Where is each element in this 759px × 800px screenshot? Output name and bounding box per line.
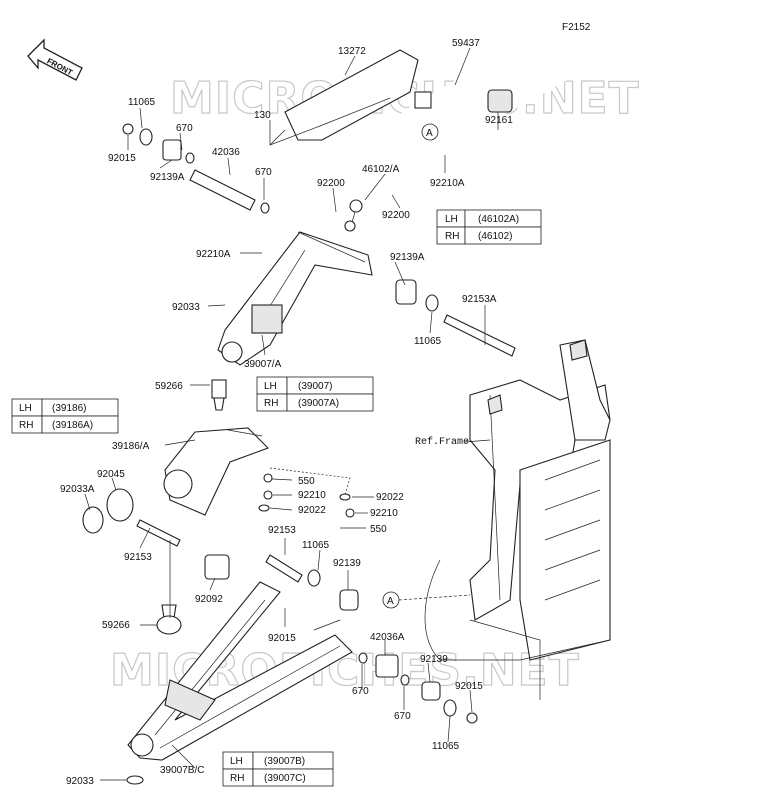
svg-text:(39186A): (39186A) bbox=[52, 420, 93, 431]
svg-text:LH: LH bbox=[264, 381, 277, 392]
label-13272: 13272 bbox=[338, 46, 366, 57]
svg-text:RH: RH bbox=[19, 420, 33, 431]
label-92033-b: 92033 bbox=[66, 776, 94, 787]
table-39186: LH (39186) RH (39186A) bbox=[11, 398, 119, 434]
svg-text:RH: RH bbox=[445, 231, 459, 242]
label-59437: 59437 bbox=[452, 38, 480, 49]
label-550-b: 550 bbox=[370, 524, 387, 535]
svg-text:(39186): (39186) bbox=[52, 403, 86, 414]
label-92139a-a: 92139A bbox=[150, 172, 185, 183]
washer-11065-c bbox=[307, 569, 321, 587]
label-92210a-a: 92210A bbox=[430, 178, 465, 189]
svg-text:A: A bbox=[387, 596, 394, 607]
knuckle bbox=[163, 427, 269, 516]
bearing-92045 bbox=[106, 488, 134, 522]
label-11065-a: 11065 bbox=[128, 97, 156, 108]
label-11065-c: 11065 bbox=[302, 540, 330, 551]
washer-11065-b bbox=[425, 294, 439, 312]
label-92153a: 92153A bbox=[462, 294, 497, 305]
bushing-set-lower-right bbox=[358, 652, 478, 724]
callout-a-bottom: A bbox=[382, 591, 400, 609]
label-59266-b: 59266 bbox=[102, 620, 130, 631]
label-92033-a: 92033 bbox=[172, 302, 200, 313]
svg-text:RH: RH bbox=[264, 398, 278, 409]
label-92139-b: 92139 bbox=[420, 654, 448, 665]
label-130: 130 bbox=[254, 110, 271, 121]
label-92033a: 92033A bbox=[60, 484, 95, 495]
label-92092: 92092 bbox=[195, 594, 223, 605]
label-92015-b: 92015 bbox=[268, 633, 296, 644]
callout-a-top: A bbox=[421, 123, 439, 141]
upper-a-arm bbox=[217, 231, 373, 366]
svg-text:LH: LH bbox=[230, 756, 243, 767]
label-42036: 42036 bbox=[212, 147, 240, 158]
bolt-92153-a bbox=[136, 519, 181, 547]
stabilizer-bar bbox=[384, 38, 603, 163]
label-670-c: 670 bbox=[352, 686, 369, 697]
bushing-92139a bbox=[395, 279, 417, 305]
label-42036a: 42036A bbox=[370, 632, 405, 643]
svg-text:LH: LH bbox=[19, 403, 32, 414]
label-92139a-b: 92139A bbox=[390, 252, 425, 263]
bushing-92139-a bbox=[339, 589, 359, 611]
svg-text:(39007): (39007) bbox=[298, 381, 332, 392]
ball-joint-lower bbox=[156, 604, 182, 635]
figure-id: F2152 bbox=[562, 22, 591, 33]
ball-joint-upper bbox=[211, 379, 227, 411]
label-92153-b: 92153 bbox=[124, 552, 152, 563]
label-92153-a: 92153 bbox=[268, 525, 296, 536]
label-550-a: 550 bbox=[298, 476, 315, 487]
label-39186a: 39186/A bbox=[112, 441, 150, 452]
label-92015-a: 92015 bbox=[108, 153, 136, 164]
bushing-set-upper-left bbox=[122, 123, 270, 214]
label-59266-a: 59266 bbox=[155, 381, 183, 392]
label-92015-c: 92015 bbox=[455, 681, 483, 692]
svg-text:(46102): (46102) bbox=[478, 231, 512, 242]
snap-ring-92033a bbox=[82, 506, 104, 534]
svg-text:A: A bbox=[426, 128, 433, 139]
label-92210-a: 92210 bbox=[298, 490, 326, 501]
label-11065-b: 11065 bbox=[414, 336, 442, 347]
label-670-b: 670 bbox=[255, 167, 272, 178]
front-arrow-icon: FRONT bbox=[27, 38, 83, 81]
leader-lines bbox=[84, 47, 499, 781]
label-92200-b: 92200 bbox=[382, 210, 410, 221]
label-46102a: 46102/A bbox=[362, 164, 400, 175]
label-92210-b: 92210 bbox=[370, 508, 398, 519]
bolt-92153a bbox=[443, 314, 516, 357]
label-39007bc: 39007B/C bbox=[160, 765, 204, 776]
label-39007a: 39007/A bbox=[244, 359, 282, 370]
label-11065-d: 11065 bbox=[432, 741, 460, 752]
table-46102: LH (46102A) RH (46102) bbox=[436, 209, 542, 245]
label-92139-a: 92139 bbox=[333, 558, 361, 569]
svg-text:RH: RH bbox=[230, 773, 244, 784]
label-670-a: 670 bbox=[176, 123, 193, 134]
label-670-d: 670 bbox=[394, 711, 411, 722]
part-labels: 13272 59437 11065 670 130 92161 92015 92… bbox=[60, 38, 513, 787]
label-92210a-b: 92210A bbox=[196, 249, 231, 260]
svg-text:(39007B): (39007B) bbox=[264, 756, 305, 767]
frame bbox=[424, 339, 611, 700]
svg-text:LH: LH bbox=[445, 214, 458, 225]
svg-text:(46102A): (46102A) bbox=[478, 214, 519, 225]
bolt-92153-b bbox=[265, 554, 303, 583]
snap-ring-92033-b bbox=[126, 775, 144, 785]
svg-text:(39007C): (39007C) bbox=[264, 773, 306, 784]
label-92045: 92045 bbox=[97, 469, 125, 480]
bracket-13272 bbox=[284, 49, 419, 141]
table-39007b: LH (39007B) RH (39007C) bbox=[222, 751, 334, 787]
lower-a-arm bbox=[127, 581, 353, 761]
table-39007: LH (39007) RH (39007A) bbox=[256, 376, 374, 412]
link-46102 bbox=[344, 199, 363, 232]
bushing-92092 bbox=[204, 554, 230, 580]
label-92022-b: 92022 bbox=[298, 505, 326, 516]
svg-text:(39007A): (39007A) bbox=[298, 398, 339, 409]
label-92200-a: 92200 bbox=[317, 178, 345, 189]
ref-frame-label: Ref.Frame bbox=[415, 436, 469, 448]
label-92161: 92161 bbox=[485, 115, 513, 126]
label-92022-a: 92022 bbox=[376, 492, 404, 503]
